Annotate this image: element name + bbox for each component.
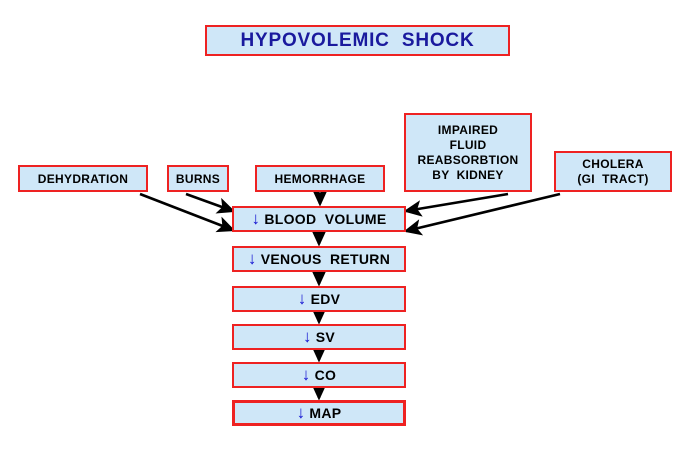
- down-arrow-icon: ↓: [247, 248, 257, 268]
- connector-dehydration-to-blood-volume: [139, 192, 236, 233]
- cause-label-dehydration: DEHYDRATION: [37, 171, 129, 186]
- chain-box-sv: ↓ SV: [232, 324, 406, 350]
- down-arrow-icon: ↓: [296, 402, 306, 422]
- chain-box-edv: ↓ EDV: [232, 286, 406, 312]
- cause-box-hemorrhage: HEMORRHAGE: [255, 165, 385, 192]
- cause-box-dehydration: DEHYDRATION: [18, 165, 148, 192]
- chain-label-map: MAP: [309, 405, 342, 421]
- cause-label-kidney-line-2: FLUID: [449, 137, 487, 152]
- diagram-title: HYPOVOLEMIC SHOCK: [205, 25, 510, 56]
- chain-label-edv: EDV: [310, 291, 341, 307]
- diagram-title-label: HYPOVOLEMIC SHOCK: [240, 29, 475, 51]
- cause-label-burns: BURNS: [175, 171, 221, 186]
- cause-box-cholera-gi-tract: CHOLERA (GI TRACT): [554, 151, 672, 192]
- chain-label-co: CO: [314, 367, 337, 383]
- cause-label-kidney-line-1: IMPAIRED: [437, 122, 499, 137]
- cause-box-impaired-fluid-reabsorbtion-by-kidney: IMPAIRED FLUID REABSORBTION BY KIDNEY: [404, 113, 532, 192]
- connector-burns-to-blood-volume: [185, 192, 236, 214]
- cause-label-kidney-line-3: REABSORBTION: [417, 152, 519, 167]
- cause-label-cholera-line-2: (GI TRACT): [577, 171, 649, 186]
- chain-box-co: ↓ CO: [232, 362, 406, 388]
- cause-label-hemorrhage: HEMORRHAGE: [274, 171, 366, 186]
- cause-box-burns: BURNS: [167, 165, 229, 192]
- cause-label-kidney-line-4: BY KIDNEY: [432, 167, 504, 182]
- down-arrow-icon: ↓: [301, 364, 311, 384]
- down-arrow-icon: ↓: [297, 288, 307, 308]
- connector-cholera-to-blood-volume: [403, 192, 561, 236]
- chain-box-map: ↓ MAP: [232, 400, 406, 426]
- connector-kidney-to-blood-volume: [403, 192, 509, 217]
- down-arrow-icon: ↓: [251, 208, 261, 228]
- down-arrow-icon: ↓: [302, 326, 312, 346]
- cause-label-cholera-line-1: CHOLERA: [582, 156, 644, 171]
- chain-label-sv: SV: [315, 329, 336, 345]
- chain-label-venous-return: VENOUS RETURN: [260, 251, 391, 267]
- chain-box-venous-return: ↓ VENOUS RETURN: [232, 246, 406, 272]
- chain-label-blood-volume: BLOOD VOLUME: [264, 211, 387, 227]
- chain-box-blood-volume: ↓ BLOOD VOLUME: [232, 206, 406, 232]
